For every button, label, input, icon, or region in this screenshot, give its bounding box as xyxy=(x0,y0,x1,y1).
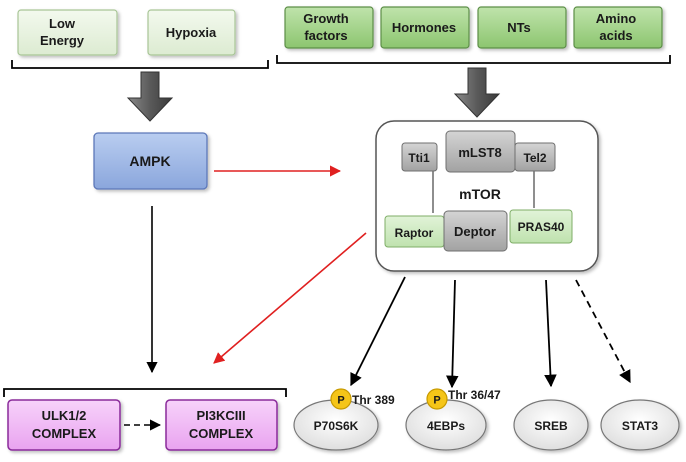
input-nts: NTs xyxy=(477,6,567,49)
mtor-complex: Tti1 mLST8 Tel2 mTOR Raptor Deptor PRAS4… xyxy=(375,120,599,272)
mlst8-subunit: mLST8 xyxy=(445,130,516,173)
4ebps-label: 4EBPs xyxy=(427,419,465,433)
pi3kciii-complex-line2: COMPLEX xyxy=(189,426,254,441)
phospho-badge-p70s6k: P xyxy=(330,388,352,410)
phospho-badge-4ebps-letter: P xyxy=(433,395,440,407)
arrow-mtor-to-pi3kciii xyxy=(213,232,367,364)
tti1-label: Tti1 xyxy=(408,151,430,165)
block-arrow-to-mtor xyxy=(453,67,501,118)
tel2-label: Tel2 xyxy=(523,151,546,165)
input-amino-acids-line2: acids xyxy=(599,28,632,43)
pras40-subunit: PRAS40 xyxy=(509,209,573,244)
sreb-node: SREB xyxy=(513,399,589,451)
phospho-badge-4ebps: P xyxy=(426,388,448,410)
input-low-energy: Low Energy xyxy=(17,9,118,56)
input-hypoxia-label: Hypoxia xyxy=(166,25,217,40)
phospho-badge-p70s6k-letter: P xyxy=(337,395,344,407)
pras40-label: PRAS40 xyxy=(518,220,565,234)
input-growth-factors-line1: Growth xyxy=(303,11,349,26)
stat3-node: STAT3 xyxy=(600,399,680,451)
mlst8-label: mLST8 xyxy=(458,145,501,160)
ulk-complex-node: ULK1/2 COMPLEX xyxy=(7,399,121,451)
ampk-label: AMPK xyxy=(129,153,170,169)
ampk-node: AMPK xyxy=(93,132,208,190)
input-amino-acids: Amino acids xyxy=(573,6,663,49)
4ebps-phospho-site: Thr 36/47 xyxy=(448,388,501,402)
tel2-subunit: Tel2 xyxy=(514,142,556,172)
input-hormones-label: Hormones xyxy=(392,20,456,35)
4ebps-node: 4EBPs xyxy=(405,399,487,451)
sreb-label: SREB xyxy=(534,419,568,433)
input-hormones: Hormones xyxy=(380,6,470,49)
input-amino-acids-line1: Amino xyxy=(596,11,637,26)
stat3-label: STAT3 xyxy=(622,419,659,433)
tti1-subunit: Tti1 xyxy=(401,142,438,172)
input-low-energy-line1: Low xyxy=(49,16,76,31)
arrow-mtor-to-sreb xyxy=(544,279,557,388)
arrow-mtor-to-p70s6k xyxy=(350,276,406,387)
arrow-mtor-to-stat3 xyxy=(575,279,631,384)
deptor-label: Deptor xyxy=(454,224,496,239)
bracket-left xyxy=(11,60,269,69)
p70s6k-phospho-site: Thr 389 xyxy=(352,393,395,407)
input-growth-factors: Growth factors xyxy=(284,6,374,49)
raptor-label: Raptor xyxy=(395,226,434,240)
pi3kciii-complex-line1: PI3KCIII xyxy=(196,408,245,423)
ulk-complex-line1: ULK1/2 xyxy=(42,408,87,423)
p70s6k-node: P70S6K xyxy=(293,399,379,451)
pi3kciii-complex-node: PI3KCIII COMPLEX xyxy=(165,399,278,451)
arrow-mtor-to-4ebps xyxy=(446,279,459,389)
bracket-bottom xyxy=(3,388,287,397)
input-nts-label: NTs xyxy=(507,20,531,35)
ulk-complex-line2: COMPLEX xyxy=(32,426,97,441)
mtor-label: mTOR xyxy=(459,186,501,202)
input-hypoxia: Hypoxia xyxy=(147,9,236,56)
p70s6k-label: P70S6K xyxy=(314,419,359,433)
input-growth-factors-line2: factors xyxy=(304,28,347,43)
deptor-subunit: Deptor xyxy=(443,210,508,252)
bracket-right xyxy=(276,55,671,64)
input-low-energy-line2: Energy xyxy=(40,33,85,48)
block-arrow-to-ampk xyxy=(126,71,174,122)
raptor-subunit: Raptor xyxy=(384,215,445,248)
